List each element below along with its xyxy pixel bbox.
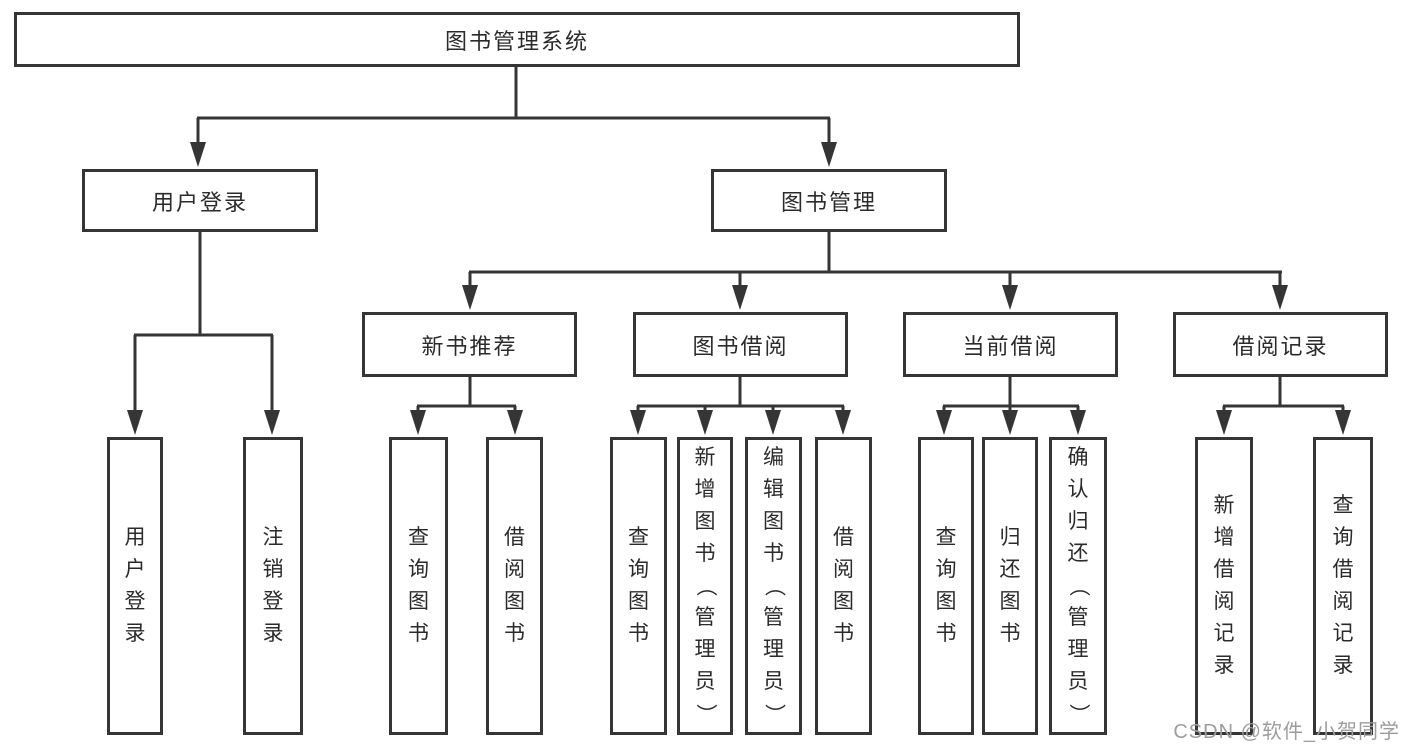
leaf-logout: 注销登录 (243, 437, 303, 735)
node-new-book-recommend: 新书推荐 (362, 312, 577, 377)
node-user-login: 用户登录 (82, 169, 318, 232)
leaf-recommend-query-books: 查询图书 (389, 437, 448, 735)
leaf-records-query-record: 查询借阅记录 (1313, 437, 1373, 735)
leaf-borrow-query-books: 查询图书 (610, 437, 667, 735)
leaf-borrow-borrow-books: 借阅图书 (815, 437, 872, 735)
leaf-current-confirm-return-admin: 确认归还（管理员） (1049, 437, 1107, 735)
node-book-borrow: 图书借阅 (633, 312, 848, 377)
arrowheads (127, 142, 1351, 435)
leaf-current-query-books: 查询图书 (918, 437, 974, 735)
csdn-watermark: CSDN @软件_小贺同学 (1173, 721, 1400, 743)
node-borrow-records: 借阅记录 (1173, 312, 1388, 377)
leaf-borrow-add-books-admin: 新增图书（管理员） (677, 437, 733, 735)
leaf-current-return-books: 归还图书 (982, 437, 1038, 735)
node-current-borrow: 当前借阅 (903, 312, 1118, 377)
leaf-user-login: 用户登录 (107, 437, 163, 735)
node-book-management: 图书管理 (711, 169, 947, 232)
node-system-root: 图书管理系统 (14, 12, 1020, 67)
leaf-recommend-borrow-books: 借阅图书 (486, 437, 543, 735)
leaf-records-add-record: 新增借阅记录 (1195, 437, 1253, 735)
leaf-borrow-edit-books-admin: 编辑图书（管理员） (745, 437, 802, 735)
